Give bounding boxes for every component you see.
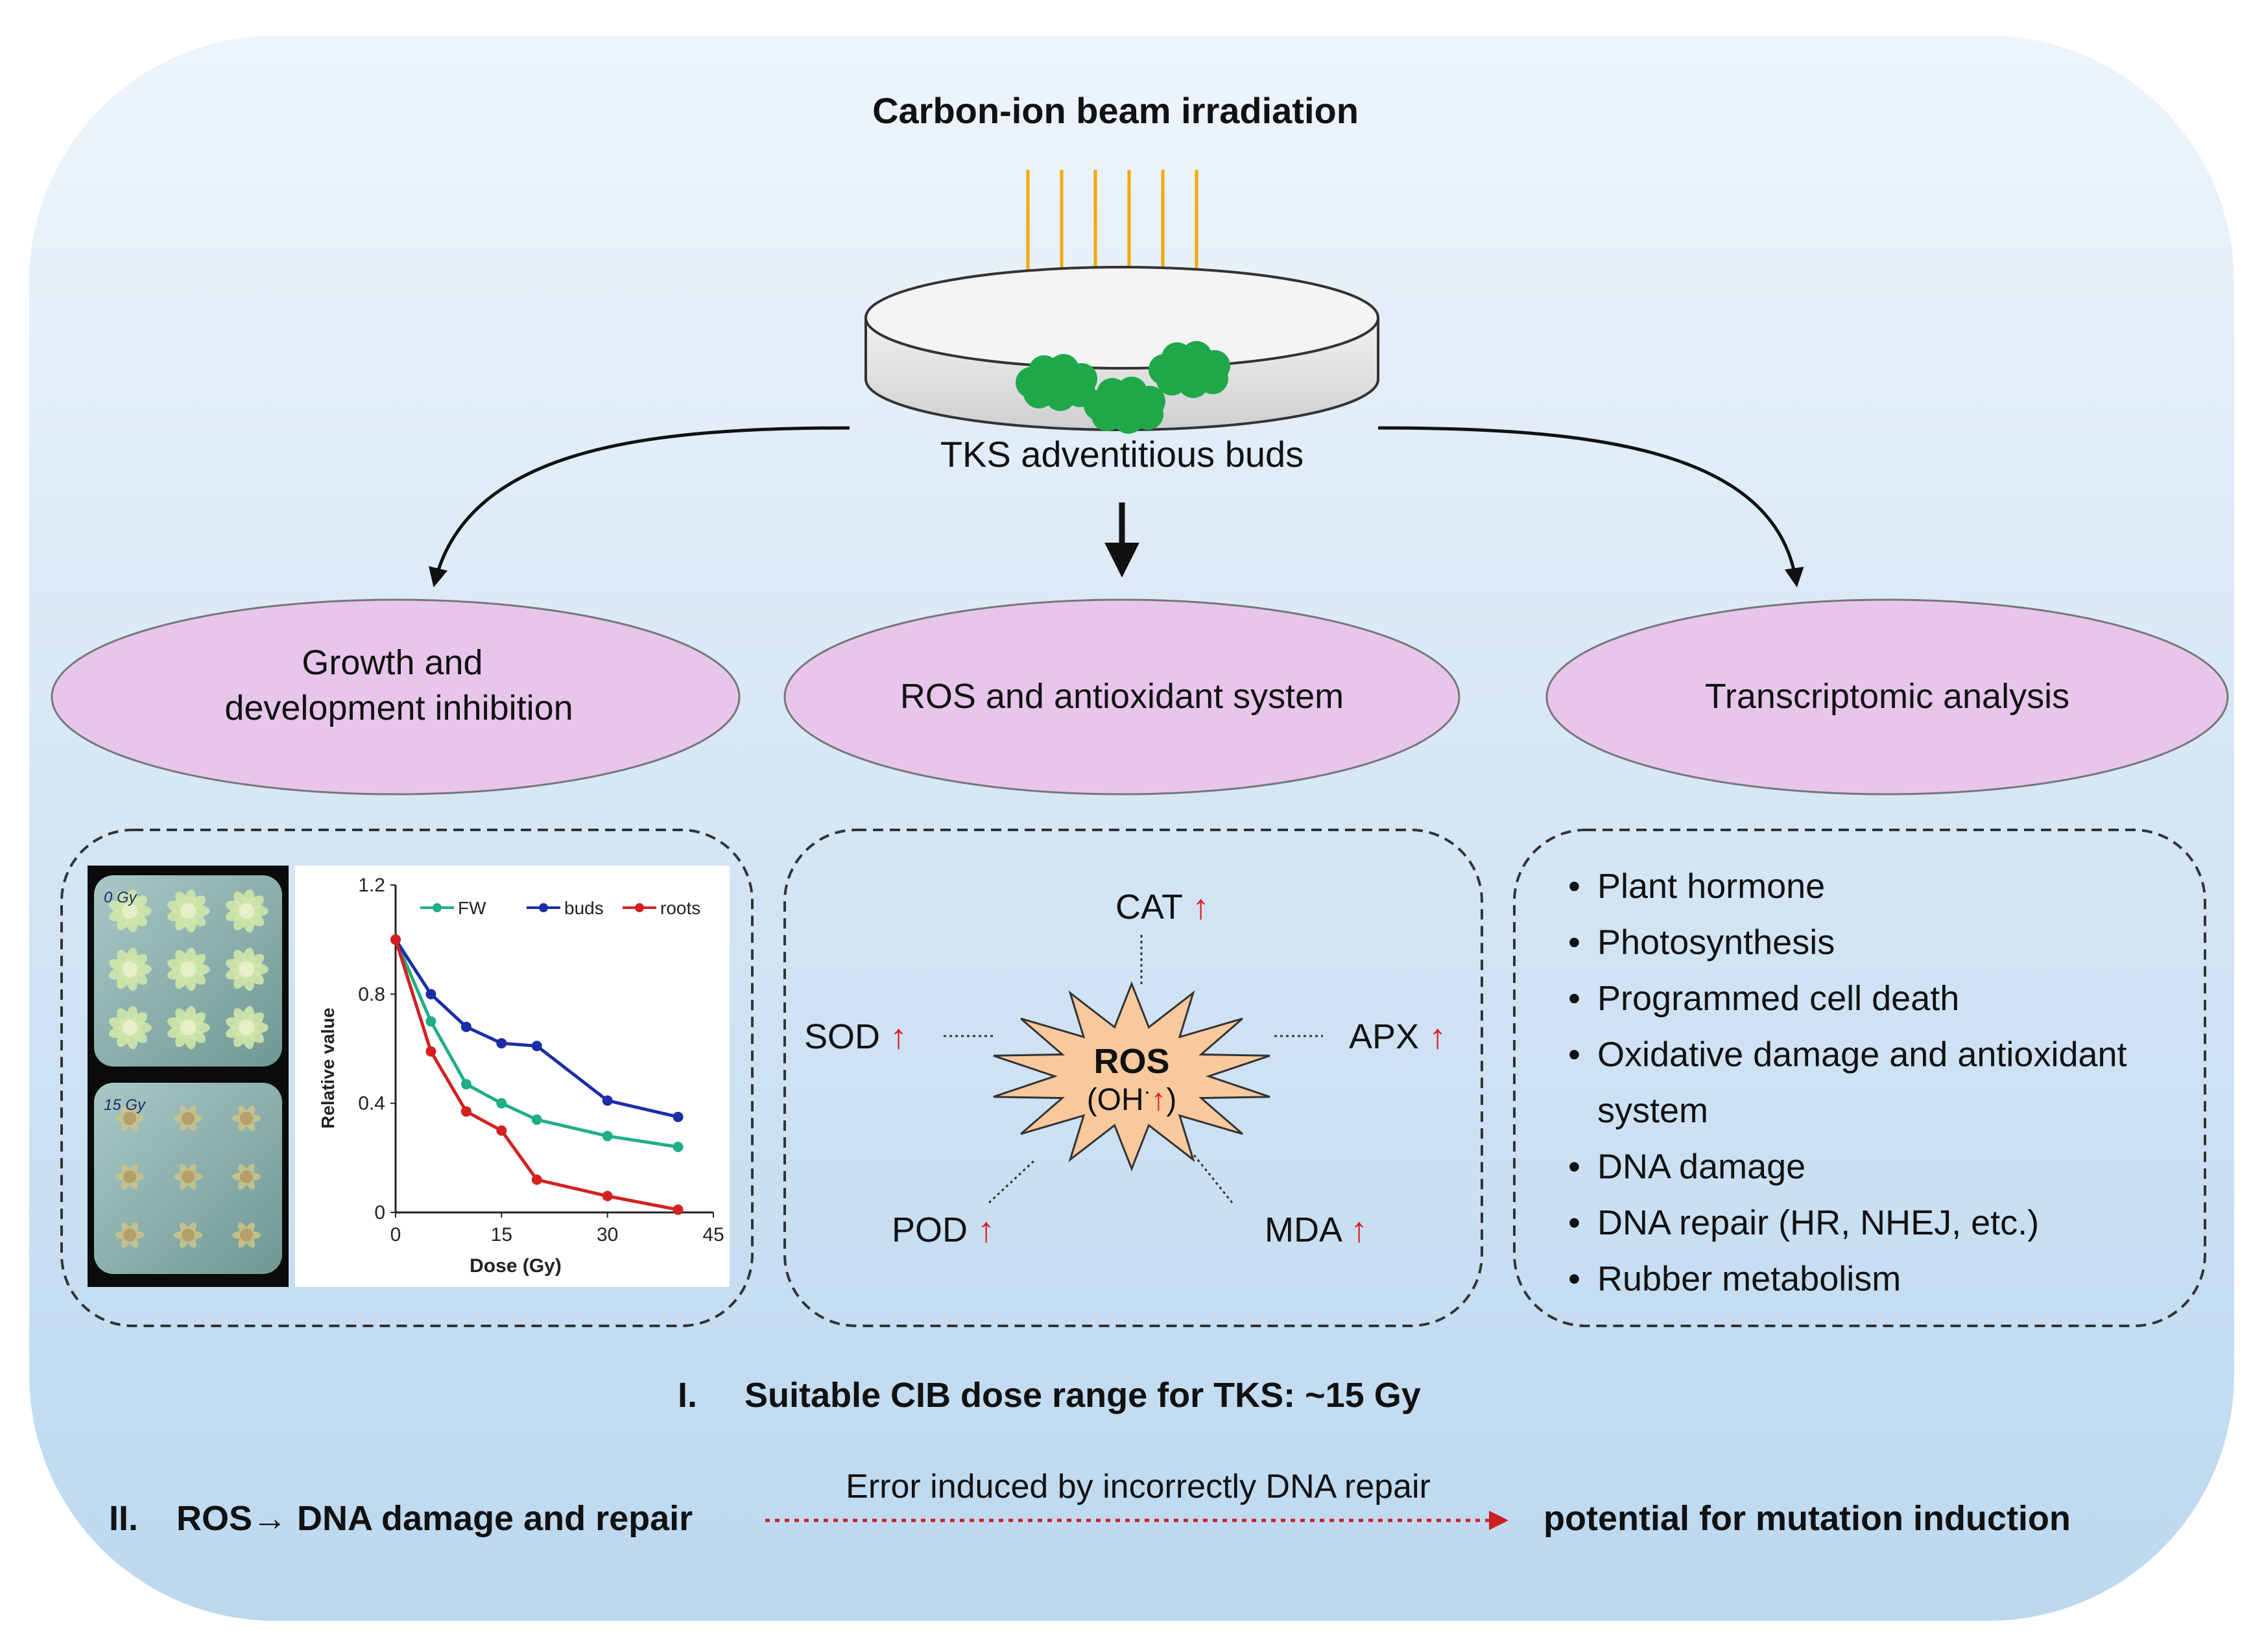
conclusion-2-left: ROS→ DNA damage and repair <box>176 1499 693 1538</box>
data-point-FW <box>531 1114 542 1125</box>
x-tick-label: 15 <box>491 1224 512 1245</box>
ros-network: ROS (OH·↑) CAT ↑ SOD ↑ APX ↑ POD ↑ MDA ↑ <box>804 888 1446 1249</box>
data-point-roots <box>602 1190 613 1201</box>
growth-panel-box <box>60 829 754 1327</box>
x-tick-label: 0 <box>390 1224 401 1245</box>
ros-link-pod <box>988 1159 1036 1204</box>
ros-burst-shape <box>993 981 1270 1172</box>
transcriptome-item-4: Oxidative damage and antioxidant <box>1597 1035 2127 1074</box>
branch-arrow-left <box>428 426 850 587</box>
y-tick-label: 1.2 <box>358 875 385 896</box>
x-tick-label: 45 <box>702 1224 724 1245</box>
data-point-buds <box>673 1111 684 1122</box>
data-point-buds <box>531 1041 542 1052</box>
y-tick-label: 0.8 <box>358 984 385 1005</box>
ros-node-sod: SOD ↑ <box>804 1017 907 1056</box>
tray-label-15gy: 15 Gy <box>104 1096 147 1114</box>
tray-plantlets-2 <box>115 1105 261 1248</box>
ros-center-label: ROS <box>1093 1042 1169 1081</box>
transcriptome-item-1: Plant hormone <box>1597 867 1825 906</box>
data-point-buds <box>496 1038 507 1049</box>
data-point-FW <box>496 1098 507 1109</box>
branch-growth-label-1: Growth and <box>302 643 483 682</box>
transcriptome-item-7: Rubber metabolism <box>1597 1260 1901 1299</box>
data-point-roots <box>531 1174 542 1185</box>
ros-node-mda: MDA ↑ <box>1265 1210 1368 1249</box>
transcriptome-item-4-cont: system <box>1597 1091 1708 1130</box>
branch-transcriptomic-label: Transcriptomic analysis <box>1705 677 2069 716</box>
data-point-roots <box>496 1125 507 1136</box>
sample-label: TKS adventitious buds <box>940 434 1304 475</box>
branch-growth-label-2: development inhibition <box>224 689 573 727</box>
legend-marker-buds <box>539 903 548 912</box>
bullet-dot: • <box>1568 1203 1580 1242</box>
conclusion-2-middle: Error induced by incorrectly DNA repair <box>846 1468 1431 1505</box>
branch-growth-inhibition: Growth and development inhibition <box>51 598 741 796</box>
data-point-buds <box>460 1021 471 1032</box>
y-tick-label: 0 <box>374 1202 385 1223</box>
bud-photo-panel: 0 Gy 15 Gy <box>88 866 289 1287</box>
ros-node-apx: APX ↑ <box>1349 1017 1446 1056</box>
data-point-roots <box>390 934 401 945</box>
legend-marker-roots <box>635 903 644 912</box>
bud-3 <box>1149 341 1230 398</box>
branch-transcriptomic: Transcriptomic analysis <box>1545 598 2229 796</box>
bullet-dot: • <box>1568 1260 1580 1299</box>
data-point-roots <box>460 1106 471 1117</box>
tray-label-0gy: 0 Gy <box>104 889 138 906</box>
data-point-FW <box>425 1016 436 1027</box>
legend-label-roots: roots <box>660 898 700 918</box>
legend-label-buds: buds <box>564 898 604 918</box>
bud-2 <box>1084 377 1165 434</box>
transcriptome-item-6: DNA repair (HR, NHEJ, etc.) <box>1597 1203 2039 1242</box>
conclusion-2: II. ROS→ DNA damage and repair Error ind… <box>109 1468 2071 1538</box>
transcriptome-panel-box <box>1513 829 2206 1327</box>
data-point-roots <box>425 1046 436 1057</box>
bullet-dot: • <box>1568 1035 1580 1074</box>
branch-ros-label: ROS and antioxidant system <box>900 677 1344 716</box>
ros-node-cat: CAT ↑ <box>1115 888 1209 926</box>
data-point-FW <box>460 1079 471 1090</box>
y-tick-label: 0.4 <box>358 1093 385 1115</box>
conclusion-2-right: potential for mutation induction <box>1543 1499 2071 1538</box>
data-point-buds <box>602 1095 613 1106</box>
diagram-title: Carbon-ion beam irradiation <box>872 90 1359 131</box>
data-point-FW <box>602 1131 613 1142</box>
bullet-dot: • <box>1568 923 1580 962</box>
x-tick-label: 30 <box>597 1224 618 1245</box>
conclusion-1-text: Suitable CIB dose range for TKS: ~15 Gy <box>745 1376 1421 1415</box>
transcriptome-list: • Plant hormone • Photosynthesis • Programmed… <box>1568 867 2127 1299</box>
legend-label-FW: FW <box>458 898 486 918</box>
conclusion-2-number: II. <box>109 1499 138 1538</box>
bud-1 <box>1016 354 1097 411</box>
bullet-dot: • <box>1568 1148 1580 1186</box>
legend-marker-FW <box>433 903 442 912</box>
data-point-roots <box>673 1204 684 1215</box>
bullet-dot: • <box>1568 867 1580 906</box>
ros-link-mda <box>1192 1153 1233 1203</box>
transcriptome-item-3: Programmed cell death <box>1597 979 1959 1018</box>
y-axis-label: Relative value <box>318 1008 338 1129</box>
branch-ros-antioxidant: ROS and antioxidant system <box>783 598 1460 796</box>
data-point-buds <box>425 989 436 1000</box>
conclusion-1: I. Suitable CIB dose range for TKS: ~15 … <box>678 1376 1421 1415</box>
branch-arrow-right <box>1377 426 1804 587</box>
tray-plantlets-1 <box>108 889 268 1050</box>
x-axis-label: Dose (Gy) <box>470 1255 562 1277</box>
adventitious-bud-cluster <box>1016 341 1230 434</box>
ros-center-sub: (OH·↑) <box>1087 1080 1177 1117</box>
conclusion-1-number: I. <box>678 1376 697 1415</box>
data-point-FW <box>673 1142 684 1152</box>
ros-node-pod: POD ↑ <box>892 1210 995 1249</box>
transcriptome-item-2: Photosynthesis <box>1597 923 1835 962</box>
ros-panel-box <box>783 829 1483 1327</box>
petri-dish <box>864 266 1379 431</box>
bullet-dot: • <box>1568 979 1580 1018</box>
transcriptome-item-5: DNA damage <box>1597 1148 1805 1186</box>
